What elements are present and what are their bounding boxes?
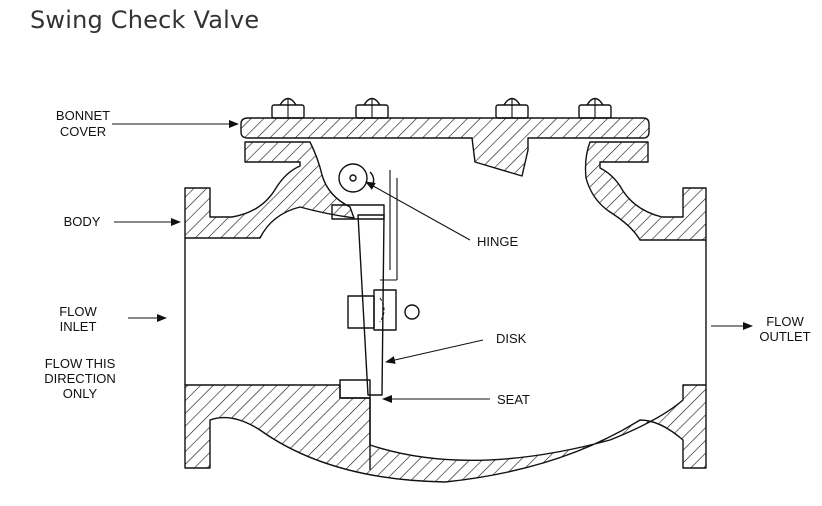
bolt-4 xyxy=(578,97,612,119)
page-title: Swing Check Valve xyxy=(30,6,260,34)
bolt-2 xyxy=(355,97,389,119)
body-upper-right xyxy=(584,141,707,241)
body-upper-left xyxy=(184,141,355,239)
bonnet-cover-label-line2: COVER xyxy=(60,124,106,139)
hinge-label: HINGE xyxy=(477,234,519,249)
bolt-1 xyxy=(271,97,305,119)
body-label: BODY xyxy=(64,214,101,229)
leader-arrows xyxy=(112,120,753,403)
disk-arrow xyxy=(385,339,484,364)
hinge xyxy=(338,163,375,193)
disk-label: DISK xyxy=(496,331,527,346)
flow-inlet-label-line2: INLET xyxy=(60,319,97,334)
bolt-3 xyxy=(495,97,529,119)
hinge-arrow xyxy=(365,181,471,241)
seat xyxy=(339,379,371,399)
body-lower-bowl xyxy=(184,384,707,483)
flange-outlines xyxy=(184,238,707,470)
bonnet-cover-plate xyxy=(240,117,650,177)
bonnet-cover-label-line1: BONNET xyxy=(56,108,110,123)
flow-outlet-label-line2: OUTLET xyxy=(759,329,810,344)
flow-direction-label-line3: ONLY xyxy=(63,386,98,401)
bonnet-bolts xyxy=(271,97,612,119)
flow-outlet-label-line1: FLOW xyxy=(766,314,804,329)
seat-label: SEAT xyxy=(497,392,530,407)
flow-direction-label-line2: DIRECTION xyxy=(44,371,116,386)
flow-direction-label-line1: FLOW THIS xyxy=(45,356,116,371)
flow-inlet-label-line1: FLOW xyxy=(59,304,97,319)
labels: BONNET COVER BODY FLOW INLET FLOW THIS D… xyxy=(44,108,810,407)
